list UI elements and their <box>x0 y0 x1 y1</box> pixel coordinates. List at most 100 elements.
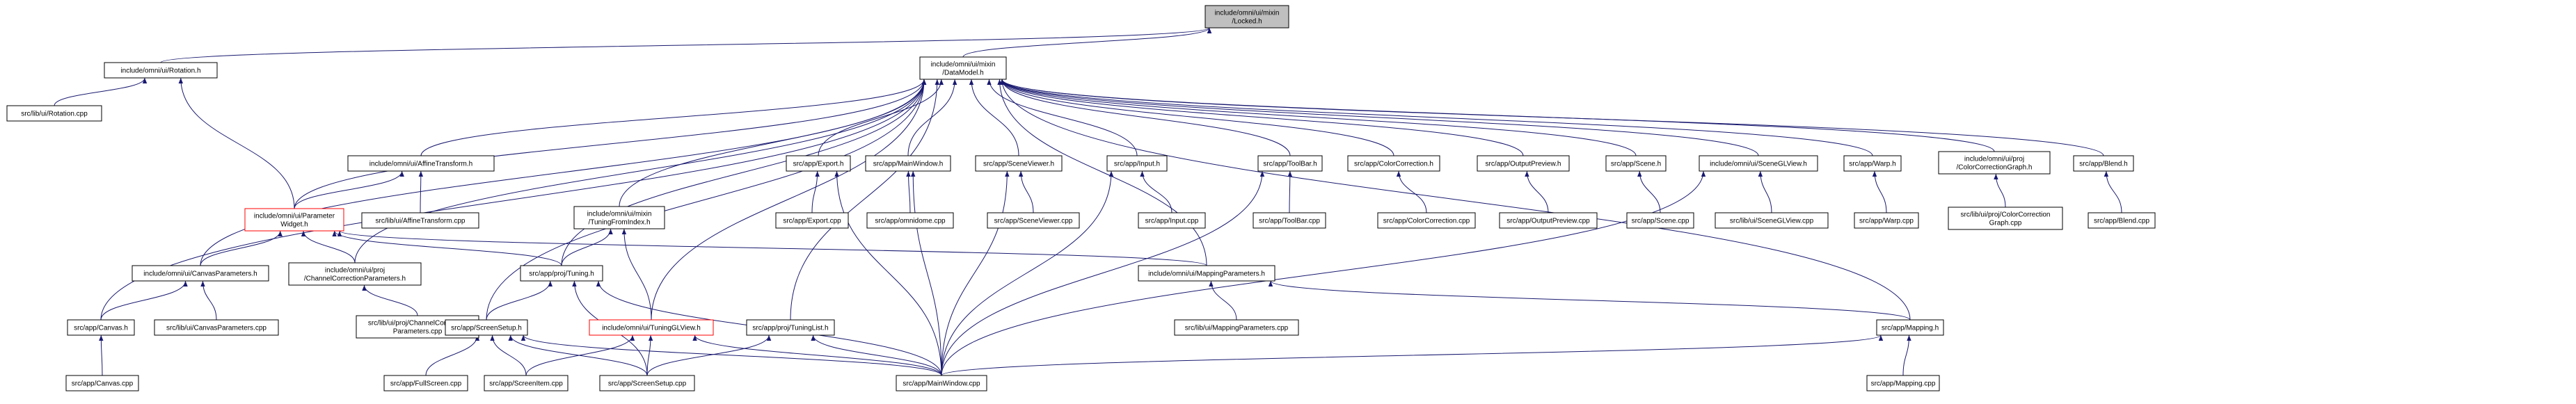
file-node-ccgraph-cpp[interactable]: src/lib/ui/proj/ColorCorrectionGraph.cpp <box>1948 207 2063 230</box>
file-node-sceneviewer-cpp[interactable]: src/app/SceneViewer.cpp <box>987 212 1080 229</box>
node-label-line: include/omni/ui/Parameter <box>254 213 335 220</box>
node-label-line: src/app/Canvas.h <box>74 325 128 332</box>
node-box <box>1948 207 2063 230</box>
node-label-line: src/app/FullScreen.cpp <box>390 380 462 388</box>
file-node-blend-h[interactable]: src/app/Blend.h <box>2073 155 2134 172</box>
node-box <box>589 319 714 336</box>
node-box <box>975 155 1063 172</box>
file-node-affine-h[interactable]: include/omni/ui/AffineTransform.h <box>347 155 495 172</box>
node-box <box>865 155 951 172</box>
node-label-line: src/lib/ui/Rotation.cpp <box>21 111 88 118</box>
file-node-canvas-h[interactable]: src/app/Canvas.h <box>67 319 135 336</box>
edge-mappingparams-cpp-to-mappingparams-h <box>1209 280 1237 321</box>
node-label-line: src/lib/ui/CanvasParameters.cpp <box>166 325 267 332</box>
file-node-toolbar-h[interactable]: src/app/ToolBar.h <box>1257 155 1323 172</box>
file-node-colorcorr-cpp[interactable]: src/app/ColorCorrection.cpp <box>1377 212 1476 229</box>
edge-chanccparams-cpp-to-chanccparams-h <box>362 284 418 316</box>
file-node-affine-cpp[interactable]: src/lib/ui/AffineTransform.cpp <box>361 212 479 229</box>
node-label-line: src/lib/ui/MappingParameters.cpp <box>1185 325 1289 332</box>
node-box <box>1854 212 1919 229</box>
node-box <box>445 319 528 336</box>
edge-screensetup-cpp-to-tuninglist-h <box>646 334 772 376</box>
node-label-line: /TuningFromIndex.h <box>588 219 650 227</box>
file-node-tuning-h[interactable]: src/app/proj/Tuning.h <box>520 265 603 282</box>
edge-scene-cpp-to-scene-h <box>1637 170 1661 213</box>
node-box <box>1138 212 1206 229</box>
edge-blend-h-to-datamodel <box>1000 79 2104 156</box>
file-node-mappingparams-h[interactable]: include/omni/ui/MappingParameters.h <box>1138 265 1275 282</box>
file-node-tuningglview-h[interactable]: include/omni/ui/TuningGLView.h <box>589 319 714 336</box>
file-node-fullscreen-cpp[interactable]: src/app/FullScreen.cpp <box>383 375 468 391</box>
file-node-outputpreview-cpp[interactable]: src/app/OutputPreview.cpp <box>1499 212 1598 229</box>
file-node-scene-h[interactable]: src/app/Scene.h <box>1605 155 1667 172</box>
file-node-canvasparams-h[interactable]: include/omni/ui/CanvasParameters.h <box>132 265 269 282</box>
file-node-rotation-cpp[interactable]: src/lib/ui/Rotation.cpp <box>6 105 102 122</box>
edge-toolbar-cpp-to-toolbar-h <box>1287 170 1293 213</box>
edge-mappingparams-h-to-datamodel <box>997 79 1207 266</box>
file-node-mainwindow-h[interactable]: src/app/MainWindow.h <box>865 155 951 172</box>
edge-mapping-cpp-to-mapping-h <box>1902 334 1911 376</box>
node-label-line: include/omni/ui/Rotation.h <box>120 67 200 75</box>
node-label-line: src/app/Input.h <box>1114 161 1160 168</box>
node-label-line: src/app/OutputPreview.h <box>1486 161 1561 168</box>
file-node-sceneglview-h[interactable]: include/omni/ui/SceneGLView.h <box>1699 155 1818 172</box>
node-box <box>599 375 695 391</box>
file-node-mainwindow-cpp[interactable]: src/app/MainWindow.cpp <box>896 375 987 391</box>
edge-omnidome-cpp-to-mainwindow-h <box>906 170 911 213</box>
node-box <box>987 212 1080 229</box>
edge-mainwindow-cpp-to-mapping-h <box>941 334 1883 376</box>
node-box <box>132 265 269 282</box>
edge-mainwindow-cpp-to-tuninglist-h <box>811 334 942 376</box>
file-node-rotation-h[interactable]: include/omni/ui/Rotation.h <box>104 62 218 79</box>
file-node-warp-h[interactable]: src/app/Warp.h <box>1843 155 1902 172</box>
file-node-colorcorr-h[interactable]: src/app/ColorCorrection.h <box>1347 155 1440 172</box>
file-node-outputpreview-h[interactable]: src/app/OutputPreview.h <box>1477 155 1570 172</box>
file-node-canvas-cpp[interactable]: src/app/Canvas.cpp <box>65 375 139 391</box>
edge-sceneviewer-h-to-datamodel <box>969 79 1019 156</box>
edge-tuning-h-to-datamodel <box>561 79 927 266</box>
file-node-input-h[interactable]: src/app/Input.h <box>1106 155 1168 172</box>
file-node-mapping-cpp[interactable]: src/app/Mapping.cpp <box>1866 375 1940 391</box>
node-box <box>1843 155 1902 172</box>
file-node-sceneviewer-h[interactable]: src/app/SceneViewer.h <box>975 155 1063 172</box>
file-node-datamodel[interactable]: include/omni/ui/mixin/DataModel.h <box>919 56 1007 80</box>
node-label-line: src/app/Scene.h <box>1611 161 1661 168</box>
file-node-omnidome-cpp[interactable]: src/app/omnidome.cpp <box>866 212 954 229</box>
edge-mainwindow-cpp-to-sceneviewer-h <box>941 170 1010 376</box>
file-node-screenitem-cpp[interactable]: src/app/ScreenItem.cpp <box>484 375 569 391</box>
file-node-tuninglist-h[interactable]: src/app/proj/TuningList.h <box>746 319 835 336</box>
file-node-mapping-h[interactable]: src/app/Mapping.h <box>1876 319 1944 336</box>
edge-affine-cpp-to-affine-h <box>418 170 424 213</box>
edge-tuningglview-h-to-datamodel <box>651 79 927 321</box>
file-node-scene-cpp[interactable]: src/app/Scene.cpp <box>1626 212 1694 229</box>
node-box <box>6 105 102 122</box>
file-node-sceneglview-cpp[interactable]: src/lib/ui/SceneGLView.cpp <box>1715 212 1829 229</box>
edge-fullscreen-cpp-to-screensetup-h <box>425 334 480 376</box>
node-box <box>1876 319 1944 336</box>
file-node-toolbar-cpp[interactable]: src/app/ToolBar.cpp <box>1253 212 1326 229</box>
node-label-line: src/app/proj/TuningList.h <box>752 325 828 332</box>
edge-scene-h-to-datamodel <box>999 79 1637 156</box>
file-node-tuningfromindex[interactable]: include/omni/ui/mixin/TuningFromIndex.h <box>573 206 665 229</box>
file-node-screensetup-cpp[interactable]: src/app/ScreenSetup.cpp <box>599 375 695 391</box>
file-node-chanccparams-h[interactable]: include/omni/ui/proj/ChannelCorrectionPa… <box>288 262 422 286</box>
file-node-export-h[interactable]: src/app/Export.h <box>786 155 851 172</box>
file-node-export-cpp[interactable]: src/app/Export.cpp <box>775 212 849 229</box>
file-node-input-cpp[interactable]: src/app/Input.cpp <box>1138 212 1206 229</box>
node-box <box>1477 155 1570 172</box>
file-node-mappingparams-cpp[interactable]: src/lib/ui/MappingParameters.cpp <box>1174 319 1299 336</box>
node-label-line: include/omni/ui/mixin <box>587 211 652 218</box>
edge-screensetup-h-to-tuning-h <box>486 280 552 321</box>
node-box <box>573 206 665 229</box>
node-box <box>361 212 479 229</box>
file-node-warp-cpp[interactable]: src/app/Warp.cpp <box>1854 212 1919 229</box>
file-node-blend-cpp[interactable]: src/app/Blend.cpp <box>2088 212 2156 229</box>
file-node-ccgraph-h[interactable]: include/omni/ui/proj/ColorCorrectionGrap… <box>1938 151 2051 175</box>
file-node-locked[interactable]: include/omni/ui/mixin/Locked.h <box>1204 5 1289 29</box>
file-node-screensetup-h[interactable]: src/app/ScreenSetup.h <box>445 319 528 336</box>
file-node-canvasparams-cpp[interactable]: src/lib/ui/CanvasParameters.cpp <box>154 319 279 336</box>
edge-canvasparams-cpp-to-canvasparams-h <box>200 280 217 321</box>
node-label-line: src/app/OutputPreview.cpp <box>1506 218 1590 225</box>
